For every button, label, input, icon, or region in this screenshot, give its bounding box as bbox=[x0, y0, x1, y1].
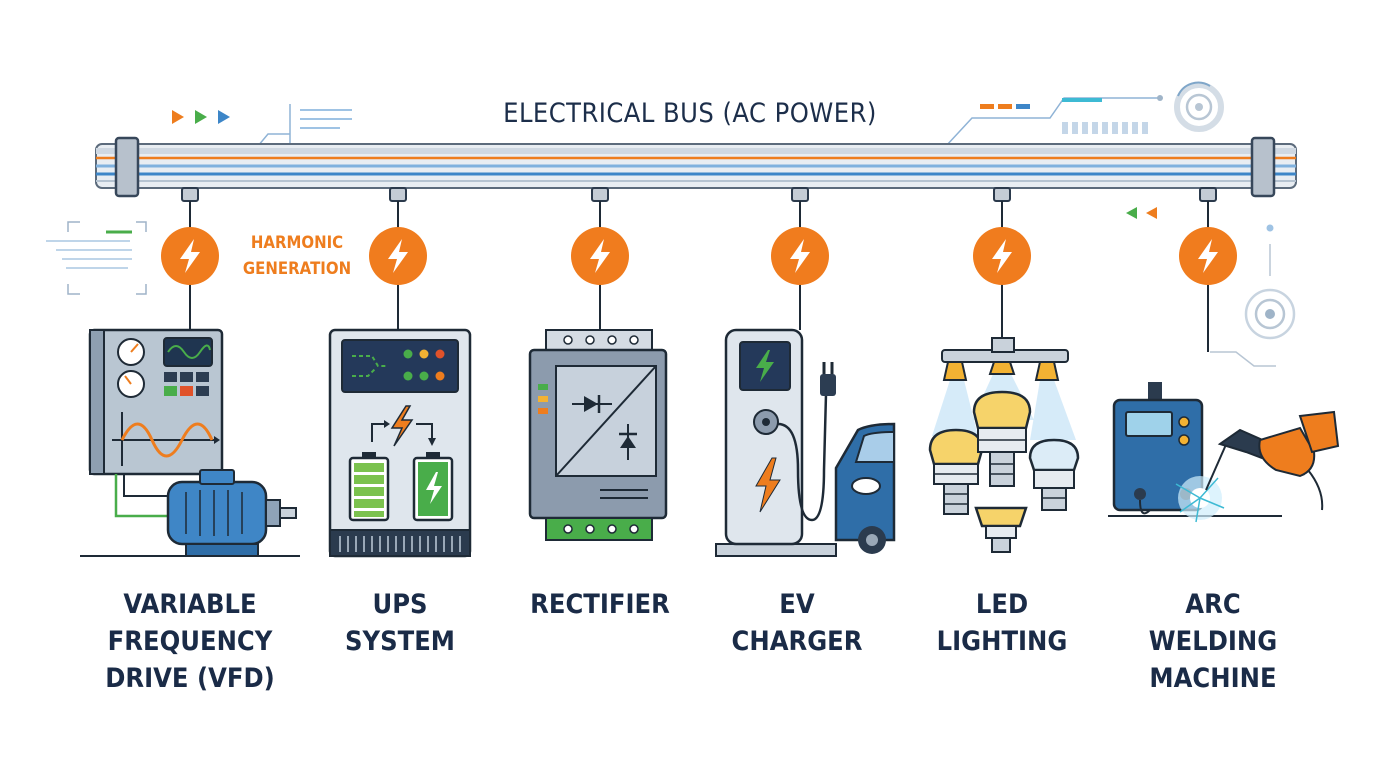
annotation-line-2: GENERATION bbox=[242, 259, 352, 279]
label-rectifier: RECTIFIER bbox=[506, 586, 695, 623]
label-line: VARIABLE bbox=[123, 589, 257, 620]
led-bulb-icon bbox=[972, 390, 1032, 487]
ups-illustration bbox=[328, 328, 472, 558]
decor-right bbox=[1126, 207, 1296, 367]
label-line: DRIVE (VFD) bbox=[105, 663, 275, 694]
label-line: UPS bbox=[372, 589, 428, 620]
label-line: RECTIFIER bbox=[530, 589, 670, 620]
lightning-bolt-icon bbox=[1179, 227, 1237, 285]
decor-top-left bbox=[172, 104, 352, 179]
ev-charger-illustration bbox=[715, 328, 896, 557]
annotation-line-1: HARMONIC bbox=[250, 233, 344, 253]
label-ups: UPS SYSTEM bbox=[306, 586, 495, 660]
led-bulb-icon bbox=[1028, 438, 1080, 511]
label-line: LED bbox=[975, 589, 1029, 620]
label-line: CHARGER bbox=[731, 626, 863, 657]
battery-icon bbox=[348, 452, 390, 522]
lightning-bolt-icon bbox=[973, 227, 1031, 285]
lightning-bolt-icon bbox=[161, 227, 219, 285]
bus-title: ELECTRICAL BUS (AC POWER) bbox=[503, 98, 877, 129]
electric-motor-icon bbox=[166, 469, 297, 557]
lightning-bolt-icon bbox=[771, 227, 829, 285]
label-line: EV bbox=[779, 589, 815, 620]
decor-left-bracket bbox=[46, 221, 147, 295]
decor-top-right bbox=[945, 81, 1224, 147]
led-bulb-icon bbox=[928, 428, 984, 515]
welding-torch-icon bbox=[1175, 410, 1340, 523]
ev-charger-icon bbox=[724, 328, 804, 546]
battery-icon bbox=[412, 452, 454, 522]
label-vfd: VARIABLE FREQUENCY DRIVE (VFD) bbox=[96, 586, 285, 697]
bus-taps bbox=[181, 187, 1217, 202]
harmonic-generation-annotation: HARMONIC GENERATION bbox=[240, 230, 354, 282]
label-led-lighting: LED LIGHTING bbox=[908, 586, 1097, 660]
electrical-bus-bar bbox=[95, 136, 1297, 198]
vfd-illustration bbox=[80, 328, 300, 557]
label-line: ARC WELDING bbox=[1148, 589, 1278, 657]
led-lighting-illustration bbox=[928, 337, 1080, 553]
rectifier-illustration bbox=[528, 329, 668, 541]
label-ev-charger: EV CHARGER bbox=[703, 586, 892, 660]
lightning-bolt-icon bbox=[571, 227, 629, 285]
label-line: FREQUENCY bbox=[107, 626, 273, 657]
label-line: LIGHTING bbox=[936, 626, 1068, 657]
lightning-bolt-icon bbox=[369, 227, 427, 285]
led-bulb-icon bbox=[974, 506, 1028, 553]
harmonic-lightning-badges bbox=[161, 227, 1237, 285]
label-arc-welding: ARC WELDING MACHINE bbox=[1119, 586, 1308, 697]
arc-welding-illustration bbox=[1108, 382, 1340, 523]
label-line: MACHINE bbox=[1149, 663, 1277, 694]
label-line: SYSTEM bbox=[345, 626, 455, 657]
